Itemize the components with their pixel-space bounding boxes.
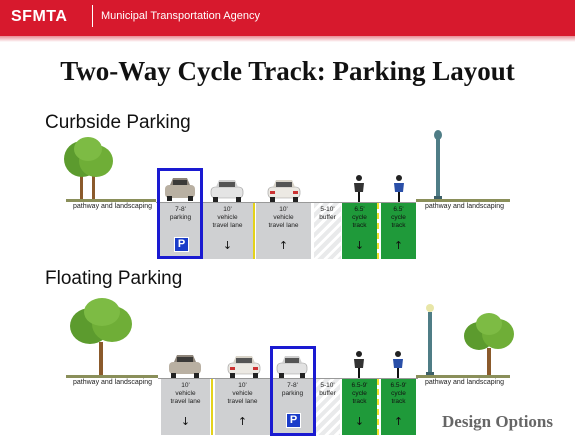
lane-width: 10' (279, 206, 288, 213)
up-arrow-icon: ↑ (237, 415, 248, 428)
lane-name: vehicle travel lane (170, 390, 201, 405)
car-icon (169, 355, 201, 378)
up-arrow-icon: ↑ (278, 239, 289, 252)
lane-width: 10' (181, 382, 190, 389)
street-lamp-icon (426, 304, 434, 376)
lane-cycle-1: 6.5-9' cycle track ↓ (341, 379, 377, 435)
agency-name: Municipal Transportation Agency (101, 10, 260, 22)
section-heading-curbside: Curbside Parking (45, 112, 191, 133)
tree-icon (70, 298, 132, 376)
diagram-floating: pathway and landscaping 10' vehicle trav… (0, 298, 575, 436)
lane-parking: 7-8' parking P (271, 379, 313, 435)
lane-name: buffer (319, 390, 336, 397)
tree-icon (464, 313, 514, 376)
logo-divider (92, 5, 93, 27)
parking-highlight-box (270, 346, 316, 436)
lane-width: 7-8' (287, 382, 298, 389)
lane-vehicle-1: 10' vehicle travel lane ↓ (201, 203, 253, 259)
cycle-divider-line (377, 203, 379, 259)
lane-name: vehicle travel lane (268, 214, 299, 229)
road-edge (158, 378, 418, 379)
lane-cycle-1: 6.5' cycle track ↓ (341, 203, 377, 259)
lane-vehicle-2: 10' vehicle travel lane ↑ (214, 379, 270, 435)
sidewalk-label-left: pathway and landscaping (73, 203, 153, 210)
bicycle-icon (394, 175, 404, 202)
lane-width: 6.5-9' (351, 382, 368, 389)
lane-name: vehicle travel lane (227, 390, 258, 405)
lane-width: 5-10' (320, 382, 335, 389)
bicycle-icon (354, 351, 364, 378)
lane-vehicle-2: 10' vehicle travel lane ↑ (255, 203, 311, 259)
footer-label: Design Options (442, 412, 553, 431)
center-line (211, 379, 213, 435)
lane-buffer: 5-10' buffer (313, 203, 341, 259)
tree-icon (64, 137, 113, 201)
lane-vehicle-1: 10' vehicle travel lane ↓ (160, 379, 210, 435)
sidewalk-ground-right (416, 375, 510, 378)
slide-title: Two-Way Cycle Track: Parking Layout (60, 56, 515, 86)
up-arrow-icon: ↑ (393, 239, 404, 252)
center-line (253, 203, 255, 259)
sidewalk-ground-right (416, 199, 510, 202)
sfmta-logo: SFMTA (11, 8, 68, 25)
sidewalk-label-right: pathway and landscaping (425, 379, 505, 386)
lane-name: buffer (319, 214, 336, 221)
parking-highlight-box (157, 168, 203, 259)
lane-name: parking (169, 214, 192, 221)
lane-parking: 7-8' parking P (159, 203, 201, 259)
lane-width: 6.5' (393, 206, 404, 213)
section-heading-floating: Floating Parking (45, 268, 183, 289)
cycle-divider-line (377, 379, 379, 435)
lane-buffer: 5-10' buffer (314, 379, 340, 435)
down-arrow-icon: ↓ (180, 415, 191, 428)
lane-name: cycle track (391, 390, 406, 405)
diagram-curbside: pathway and landscaping 7-8' parking P 1… (0, 130, 575, 259)
lane-width: 5-10' (320, 206, 335, 213)
sidewalk-ground-left (66, 375, 158, 378)
sidewalk-ground-left (66, 199, 156, 202)
sidewalk-label-right: pathway and landscaping (425, 203, 505, 210)
lane-name: cycle track (391, 214, 406, 229)
header-shade (0, 36, 575, 42)
lane-width: 6.5-9' (390, 382, 407, 389)
lane-name: cycle track (352, 390, 367, 405)
lane-cycle-2: 6.5' cycle track ↑ (380, 203, 416, 259)
bicycle-icon (393, 351, 403, 378)
down-arrow-icon: ↓ (354, 239, 365, 252)
car-icon (210, 180, 244, 202)
lane-width: 6.5' (354, 206, 365, 213)
car-icon (267, 180, 301, 202)
lane-name: cycle track (352, 214, 367, 229)
down-arrow-icon: ↓ (222, 239, 233, 252)
parking-sign-icon: P (174, 237, 189, 252)
parking-sign-icon: P (286, 413, 301, 428)
car-icon (165, 178, 195, 201)
lane-name: vehicle travel lane (212, 214, 243, 229)
road-edge (156, 202, 416, 203)
lane-name: parking (281, 390, 304, 397)
street-lamp-icon (434, 130, 442, 200)
header-bar: SFMTA Municipal Transportation Agency (0, 0, 575, 36)
lane-width: 10' (223, 206, 232, 213)
sidewalk-label-left: pathway and landscaping (73, 379, 153, 386)
bicycle-icon (354, 175, 364, 202)
up-arrow-icon: ↑ (393, 415, 404, 428)
car-icon (227, 356, 261, 378)
down-arrow-icon: ↓ (354, 415, 365, 428)
lane-cycle-2: 6.5-9' cycle track ↑ (380, 379, 416, 435)
lane-width: 7-8' (175, 206, 186, 213)
lane-width: 10' (238, 382, 247, 389)
car-icon (276, 356, 308, 378)
